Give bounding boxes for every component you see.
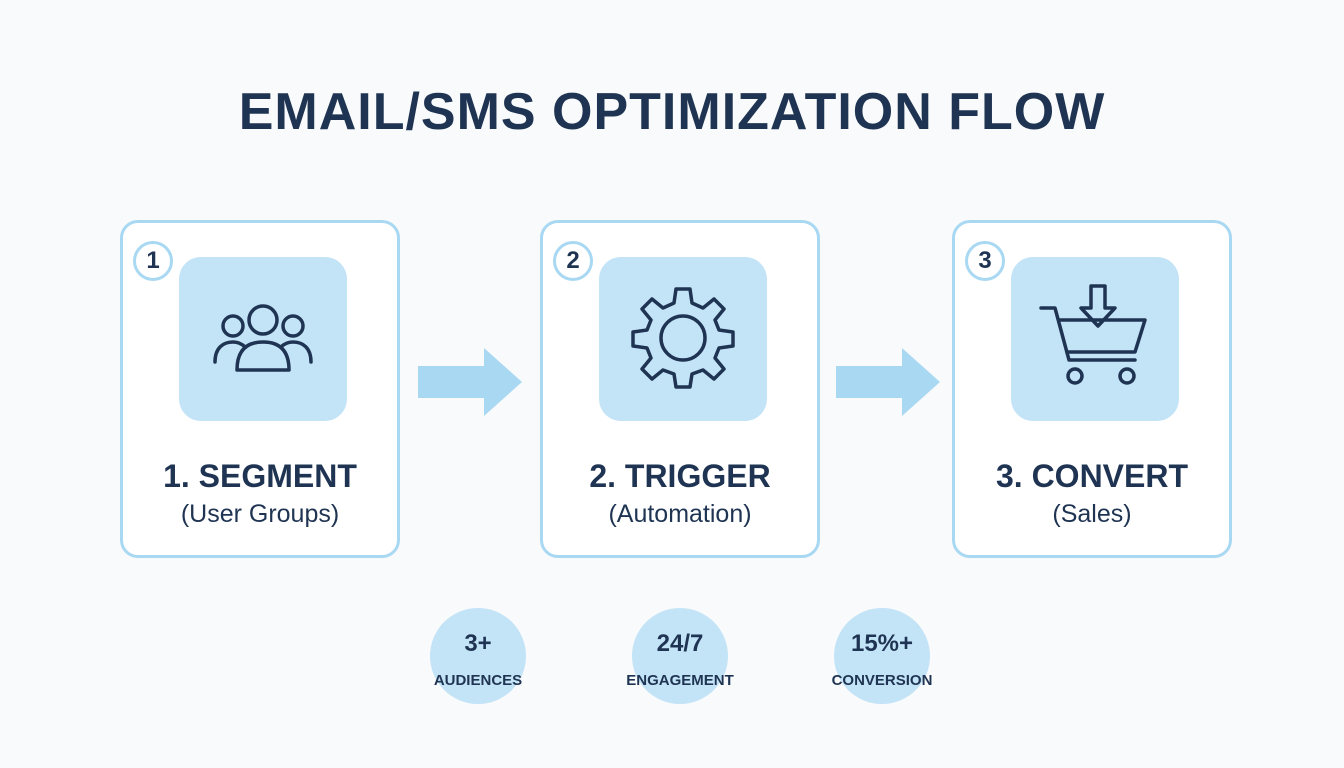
icon-tile xyxy=(599,257,767,421)
step-label: 2. TRIGGER xyxy=(589,458,771,494)
stat-conversion: 15%+ CONVERSION xyxy=(832,608,932,704)
stat-label: ENGAGEMENT xyxy=(626,672,734,689)
stat-label: AUDIENCES xyxy=(433,672,523,689)
users-icon xyxy=(203,292,323,387)
step-card-segment: 1 1. SEGMENT (User Groups) xyxy=(120,220,400,558)
step-number-badge: 1 xyxy=(133,241,173,281)
step-card-trigger: 2 2. TRIGGER (Automation) xyxy=(540,220,820,558)
step-sublabel: (Automation) xyxy=(608,500,752,528)
flow-arrow-right xyxy=(836,348,940,421)
step-label: 3. CONVERT xyxy=(995,458,1189,494)
icon-tile xyxy=(179,257,347,421)
step-card-convert: 3 3. CONVERT (Sales) xyxy=(952,220,1232,558)
page-title: EMAIL/SMS OPTIMIZATION FLOW xyxy=(238,83,1106,141)
stat-value: 3+ xyxy=(464,630,492,657)
step-sublabel: (User Groups) xyxy=(180,500,340,528)
stat-label: CONVERSION xyxy=(831,672,933,689)
step-number-badge: 2 xyxy=(553,241,593,281)
stat-engagement: 24/7 ENGAGEMENT xyxy=(626,608,734,704)
step-label: 1. SEGMENT xyxy=(163,458,357,494)
icon-tile xyxy=(1011,257,1179,421)
shopping-cart-icon xyxy=(1035,282,1155,397)
stat-audiences: 3+ AUDIENCES xyxy=(430,608,526,704)
gear-icon xyxy=(625,279,741,400)
flow-arrow-right xyxy=(418,348,522,421)
step-number-badge: 3 xyxy=(965,241,1005,281)
step-sublabel: (Sales) xyxy=(1052,500,1132,528)
stat-value: 24/7 xyxy=(656,630,704,657)
stat-value: 15%+ xyxy=(850,630,914,657)
